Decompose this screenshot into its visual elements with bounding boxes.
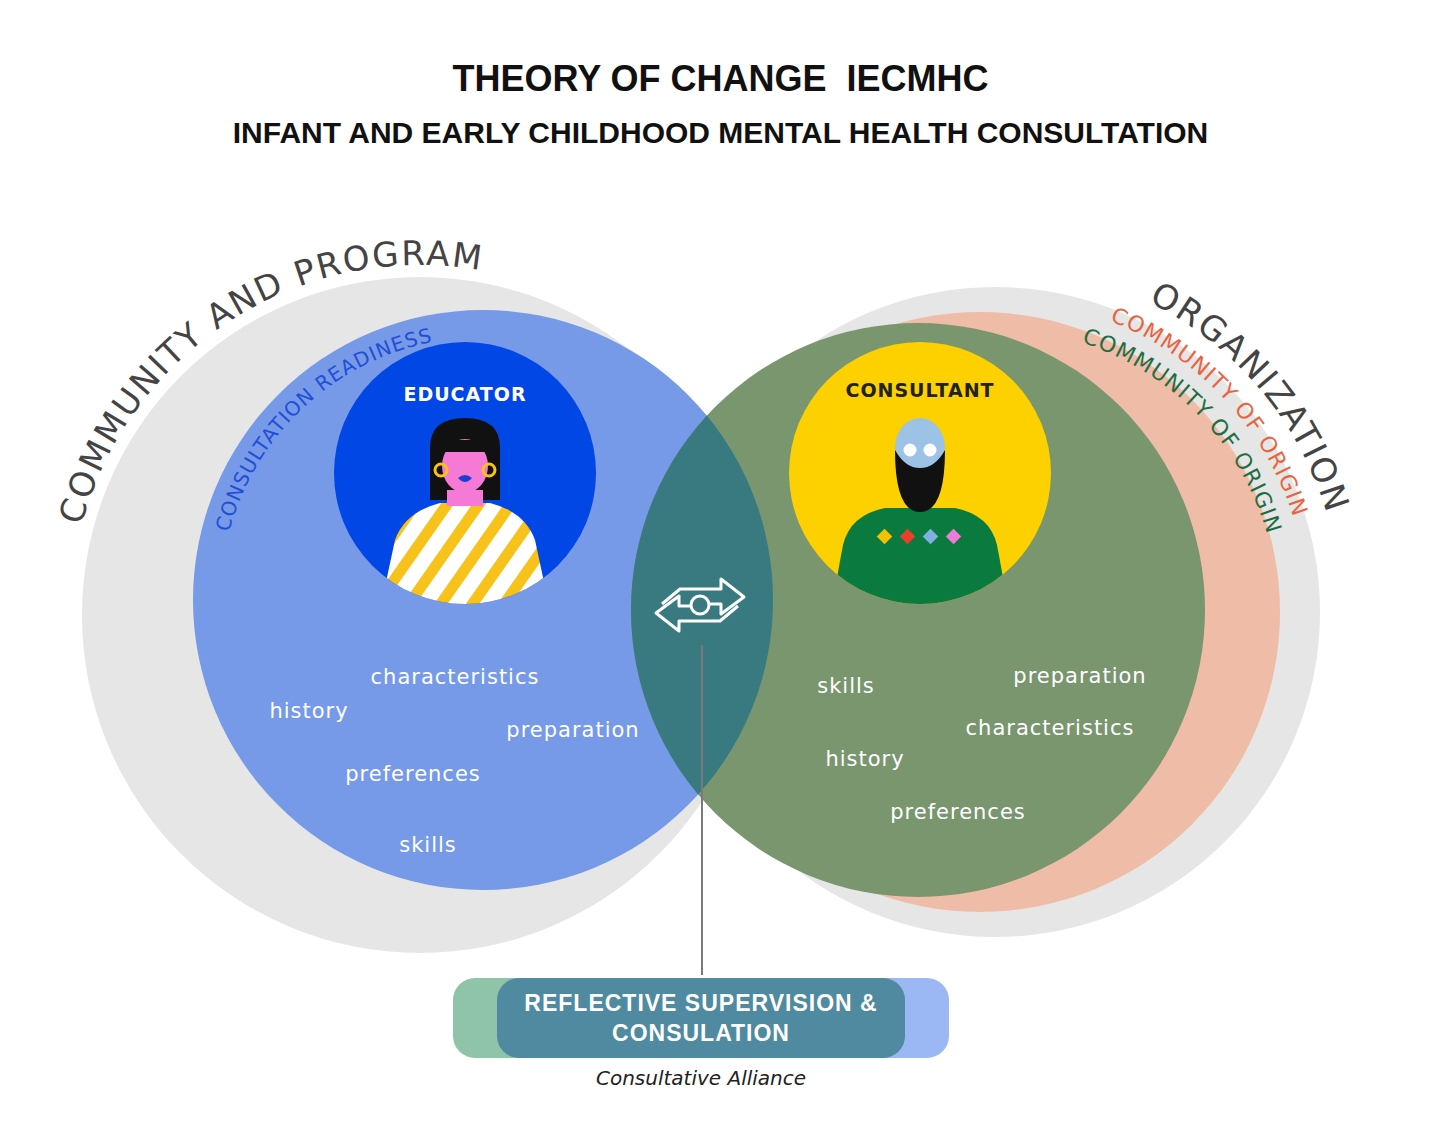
consultant-field-circle: COMMUNITY OF ORIGINskillspreparationchar…: [631, 323, 1205, 897]
curved-label: COMMUNITY OF ORIGIN: [1080, 324, 1287, 537]
exchange-icon: [656, 579, 744, 631]
consultant-circle: CONSULTANT: [789, 342, 1051, 604]
attribute-word: preferences: [345, 762, 481, 786]
circle-fill: [789, 342, 1051, 604]
consultant-figure: [830, 418, 1010, 615]
origin-circle: COMMUNITY OF ORIGINCOMMUNITY OF ORIGINsk…: [680, 312, 1280, 912]
pill-text: REFLECTIVE SUPERVISION & CONSULATION: [497, 978, 905, 1058]
circle-fill: [334, 342, 596, 604]
attribute-word: history: [269, 699, 348, 723]
pill-front: [497, 978, 905, 1058]
attribute-word: preparation: [506, 718, 639, 742]
attribute-word: characteristics: [966, 716, 1135, 740]
overlap-lens: [631, 323, 1205, 897]
diagram-title: THEORY OF CHANGE IECMHC: [0, 58, 1441, 100]
attribute-word: preparation: [1013, 664, 1146, 688]
attribute-word: skills: [817, 674, 875, 698]
role-label: EDUCATOR: [403, 383, 526, 405]
attribute-word: skills: [399, 833, 457, 857]
role-label: CONSULTANT: [845, 379, 994, 401]
educator-circle: EDUCATOR: [334, 342, 596, 604]
organization-circle: ORGANIZATIONCOMMUNITY OF ORIGINCOMMUNITY…: [670, 287, 1320, 937]
attribute-word: history: [825, 747, 904, 771]
educator-figure: [380, 418, 550, 610]
attribute-word: characteristics: [371, 665, 540, 689]
diagram-subtitle: INFANT AND EARLY CHILDHOOD MENTAL HEALTH…: [0, 116, 1441, 150]
leader-line: [701, 645, 703, 975]
supervision-pill: REFLECTIVE SUPERVISION & CONSULATIONCons…: [497, 978, 905, 1058]
pill-caption: Consultative Alliance: [497, 1066, 905, 1090]
circle-fill: [631, 323, 1205, 897]
circle-shape: [334, 342, 596, 604]
attribute-word: preferences: [890, 800, 1026, 824]
